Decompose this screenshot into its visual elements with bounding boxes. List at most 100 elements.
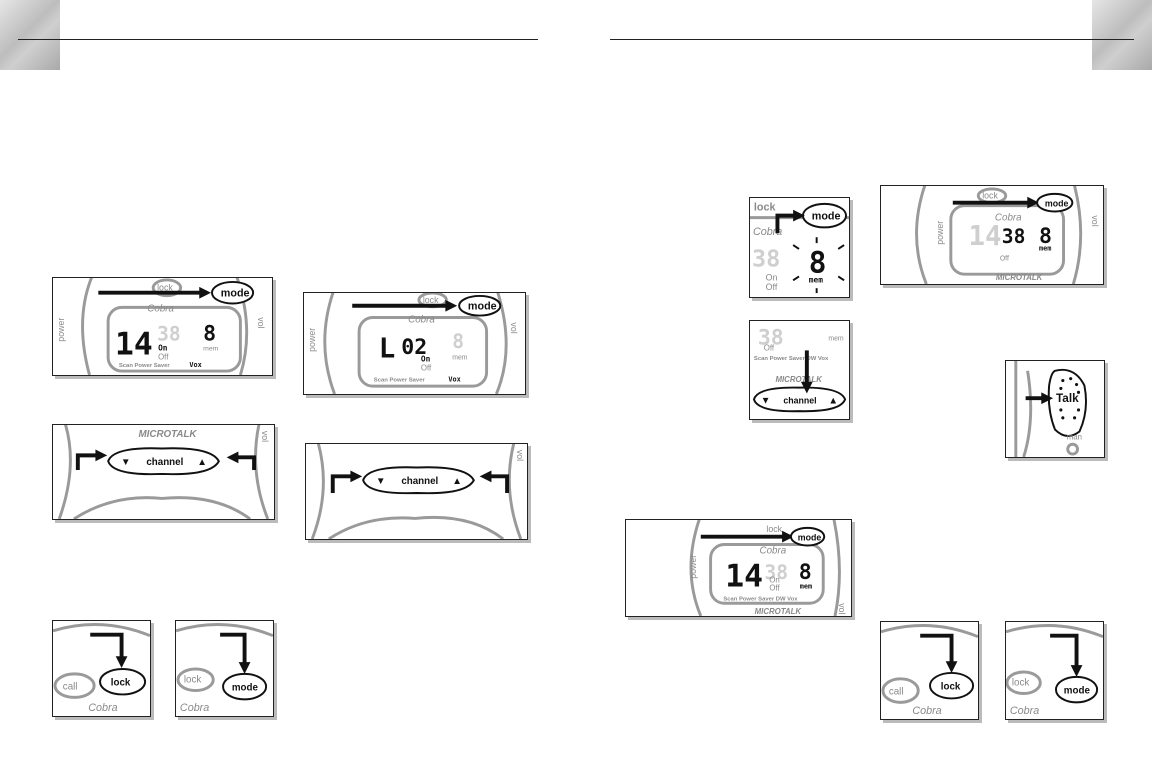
svg-text:vol: vol <box>256 317 266 328</box>
svg-text:38: 38 <box>758 326 784 351</box>
svg-text:vol: vol <box>260 431 270 442</box>
svg-text:▲: ▲ <box>197 457 207 468</box>
svg-text:call: call <box>63 682 78 693</box>
svg-text:14: 14 <box>115 326 153 362</box>
svg-text:38: 38 <box>764 561 788 584</box>
illustration-channel-buttons-2: vol ▼ channel ▲ <box>305 443 528 540</box>
svg-text:mem: mem <box>452 355 468 362</box>
svg-text:Vox: Vox <box>448 375 460 383</box>
mode-button-label: mode <box>221 288 250 300</box>
illustration-mode-button-code-2: power vol lock Cobra 14 38 8 mem Off MIC… <box>880 185 1104 285</box>
illustration-channel-buttons-1: MICROTALK vol ▼ channel ▲ <box>52 424 275 520</box>
svg-text:Cobra: Cobra <box>180 702 209 714</box>
svg-text:MICROTALK: MICROTALK <box>775 375 823 384</box>
svg-text:Cobra: Cobra <box>1010 705 1039 717</box>
svg-text:Cobra: Cobra <box>147 303 174 314</box>
svg-text:Off: Off <box>764 343 775 352</box>
header-rule-left <box>18 39 538 40</box>
svg-text:8: 8 <box>799 560 812 585</box>
illustration-lock-button-1: call lock Cobra <box>52 620 151 717</box>
svg-text:Off: Off <box>1000 255 1009 262</box>
svg-text:Cobra: Cobra <box>912 705 941 717</box>
svg-text:On: On <box>421 355 431 364</box>
svg-text:Off: Off <box>421 363 432 372</box>
svg-text:Vox: Vox <box>189 361 201 369</box>
svg-text:lock: lock <box>1012 678 1030 689</box>
svg-text:On: On <box>769 576 779 585</box>
svg-text:man: man <box>1067 432 1082 441</box>
svg-text:Scan Power Saver DW Vox: Scan Power Saver DW Vox <box>754 356 829 362</box>
svg-text:Off: Off <box>766 282 778 292</box>
svg-text:38: 38 <box>752 245 780 273</box>
illustration-talk-button: Talk man <box>1005 360 1105 458</box>
svg-text:8: 8 <box>452 330 464 353</box>
svg-text:14: 14 <box>968 221 1001 252</box>
svg-text:lock: lock <box>754 202 776 214</box>
svg-text:call: call <box>889 687 904 698</box>
svg-text:Cobra: Cobra <box>88 702 117 714</box>
illustration-mode-button-vox: power vol lock Cobra 14 38 8 On Off mem … <box>52 277 273 376</box>
illustration-mode-button-code: lock Cobra mode 38 8 mem On Off <box>749 197 850 298</box>
svg-text:On: On <box>158 344 168 353</box>
svg-text:Cobra: Cobra <box>760 545 787 556</box>
svg-text:power: power <box>56 318 66 342</box>
svg-text:mem: mem <box>203 346 219 353</box>
illustration-mode-button-level: power vol lock Cobra L 02 8 On Off mem S… <box>303 292 526 395</box>
svg-text:mode: mode <box>1045 199 1069 209</box>
svg-text:MICROTALK: MICROTALK <box>755 607 803 616</box>
svg-text:▼: ▼ <box>121 457 131 468</box>
svg-text:mem: mem <box>800 583 812 591</box>
svg-text:power: power <box>307 328 317 352</box>
svg-text:On: On <box>766 272 778 282</box>
svg-text:lock: lock <box>941 682 961 693</box>
svg-text:lock: lock <box>111 678 131 689</box>
svg-text:mode: mode <box>1064 686 1091 697</box>
svg-text:vol: vol <box>1090 215 1100 226</box>
svg-text:MICROTALK: MICROTALK <box>139 429 198 440</box>
svg-text:8: 8 <box>1039 224 1052 249</box>
svg-text:Off: Off <box>769 584 780 593</box>
illustration-lock-button-2: call lock Cobra <box>880 621 979 720</box>
svg-text:Scan Power Saver: Scan Power Saver <box>374 377 426 383</box>
svg-text:lock: lock <box>157 283 173 293</box>
svg-text:▲: ▲ <box>828 395 838 406</box>
svg-text:Cobra: Cobra <box>408 314 435 325</box>
svg-text:Off: Off <box>158 352 169 361</box>
svg-text:channel: channel <box>783 395 816 405</box>
illustration-mode-button-channel-code: power vol lock Cobra 14 38 8 mem On Off … <box>625 519 852 617</box>
svg-text:channel: channel <box>401 476 438 487</box>
illustration-mode-button-1: lock mode Cobra <box>175 620 274 717</box>
svg-text:lock: lock <box>184 675 202 686</box>
svg-text:mem: mem <box>1039 245 1051 253</box>
svg-text:8: 8 <box>809 245 827 279</box>
svg-text:mode: mode <box>798 533 822 543</box>
svg-text:Scan Power Saver: Scan Power Saver <box>119 363 171 369</box>
svg-text:L: L <box>379 334 396 365</box>
svg-text:38: 38 <box>1002 225 1026 248</box>
svg-text:Cobra: Cobra <box>753 226 782 238</box>
svg-text:▼: ▼ <box>761 395 771 406</box>
svg-text:power: power <box>935 221 945 245</box>
svg-text:power: power <box>688 555 698 579</box>
svg-text:mode: mode <box>468 301 497 313</box>
svg-text:38: 38 <box>157 323 181 346</box>
svg-text:channel: channel <box>146 457 183 468</box>
svg-text:lock: lock <box>982 191 998 201</box>
svg-text:mode: mode <box>812 211 841 223</box>
svg-text:Talk: Talk <box>1056 392 1079 405</box>
svg-text:▼: ▼ <box>376 476 386 487</box>
svg-text:8: 8 <box>203 322 216 347</box>
svg-text:Cobra: Cobra <box>995 212 1022 223</box>
svg-text:MICROTALK: MICROTALK <box>996 273 1044 282</box>
page-corner-decoration-right <box>1092 0 1152 70</box>
svg-text:vol: vol <box>837 603 847 614</box>
svg-text:vol: vol <box>515 450 525 461</box>
svg-text:lock: lock <box>423 295 439 305</box>
svg-text:lock: lock <box>766 524 782 534</box>
page-corner-decoration-left <box>0 0 60 70</box>
svg-text:mem: mem <box>828 336 844 343</box>
illustration-mode-button-2: lock mode Cobra <box>1005 621 1104 720</box>
svg-text:▲: ▲ <box>452 476 462 487</box>
svg-text:mode: mode <box>232 683 259 694</box>
svg-text:Scan Power Saver DW Vox: Scan Power Saver DW Vox <box>723 596 798 602</box>
